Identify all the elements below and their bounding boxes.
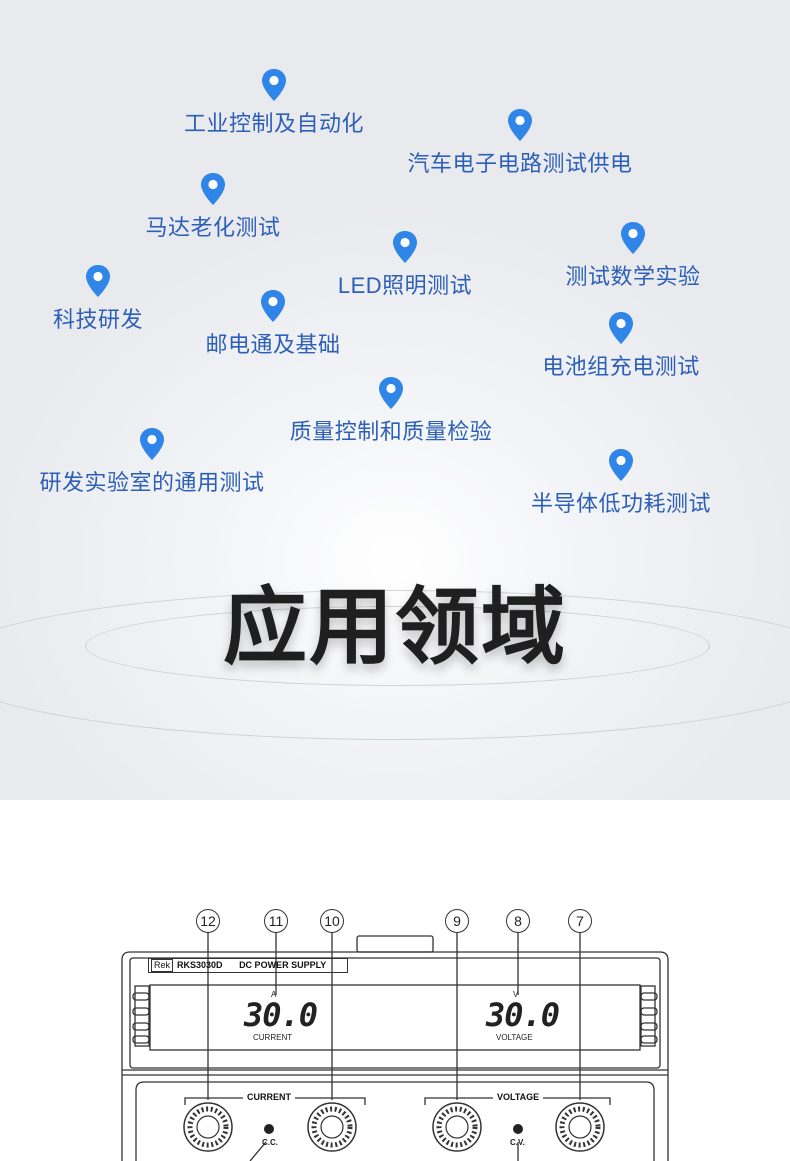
location-pin-icon bbox=[621, 222, 645, 254]
decorative-ring-inner bbox=[85, 606, 710, 686]
knob-voltage-coarse-icon bbox=[432, 1102, 482, 1152]
callout-11: 11 bbox=[264, 909, 288, 933]
panel-current-label: CURRENT bbox=[243, 1092, 295, 1102]
callout-9: 9 bbox=[445, 909, 469, 933]
knob-current-fine-icon bbox=[307, 1102, 357, 1152]
callout-8: 8 bbox=[506, 909, 530, 933]
tag-label: 马达老化测试 bbox=[145, 215, 281, 240]
tag-label: 质量控制和质量检验 bbox=[289, 419, 493, 444]
current-readout: 30.0 bbox=[244, 996, 318, 1034]
panel-voltage-label: VOLTAGE bbox=[493, 1092, 544, 1102]
voltage-display-label: VOLTAGE bbox=[496, 1033, 533, 1042]
brand-logo: Rek bbox=[151, 959, 174, 972]
current-unit-label: A bbox=[271, 990, 277, 999]
section-title: 应用领域 bbox=[222, 578, 567, 676]
product-name: DC POWER SUPPLY bbox=[239, 960, 327, 970]
cv-indicator-led-icon bbox=[513, 1124, 523, 1134]
tag-label: 科技研发 bbox=[52, 307, 144, 332]
callout-10: 10 bbox=[320, 909, 344, 933]
location-pin-icon bbox=[508, 109, 532, 141]
callout-7: 7 bbox=[568, 909, 592, 933]
tag-label: 电池组充电测试 bbox=[542, 354, 700, 379]
location-pin-icon bbox=[393, 231, 417, 263]
cc-indicator-led-icon bbox=[264, 1124, 274, 1134]
location-pin-icon bbox=[609, 449, 633, 481]
location-pin-icon bbox=[379, 377, 403, 409]
voltage-unit-label: V bbox=[513, 990, 519, 999]
tag-label: 工业控制及自动化 bbox=[183, 111, 365, 136]
decorative-ring-outer bbox=[0, 590, 790, 740]
tag-label: 研发实验室的通用测试 bbox=[39, 470, 265, 495]
location-pin-icon bbox=[140, 428, 164, 460]
voltage-readout: 30.0 bbox=[486, 996, 560, 1034]
power-supply-line-drawing bbox=[121, 932, 669, 1161]
cc-label: C.C. bbox=[262, 1138, 278, 1147]
tag-label: 测试数学实验 bbox=[565, 264, 701, 289]
tag-label: 邮电通及基础 bbox=[205, 332, 341, 357]
tag-label: 半导体低功耗测试 bbox=[530, 491, 712, 516]
location-pin-icon bbox=[261, 290, 285, 322]
cv-label: C.V. bbox=[510, 1138, 525, 1147]
application-fields-section: 工业控制及自动化 汽车电子电路测试供电 马达老化测试 LED照明测试 测试数学实… bbox=[0, 0, 790, 800]
knob-voltage-fine-icon bbox=[555, 1102, 605, 1152]
tag-label: LED照明测试 bbox=[337, 273, 473, 298]
location-pin-icon bbox=[201, 173, 225, 205]
callout-12: 12 bbox=[196, 909, 220, 933]
location-pin-icon bbox=[609, 312, 633, 344]
current-display-label: CURRENT bbox=[253, 1033, 293, 1042]
location-pin-icon bbox=[86, 265, 110, 297]
knob-current-coarse-icon bbox=[183, 1102, 233, 1152]
model-number: RKS3030D bbox=[177, 960, 223, 970]
location-pin-icon bbox=[262, 69, 286, 101]
tag-label: 汽车电子电路测试供电 bbox=[407, 151, 633, 176]
